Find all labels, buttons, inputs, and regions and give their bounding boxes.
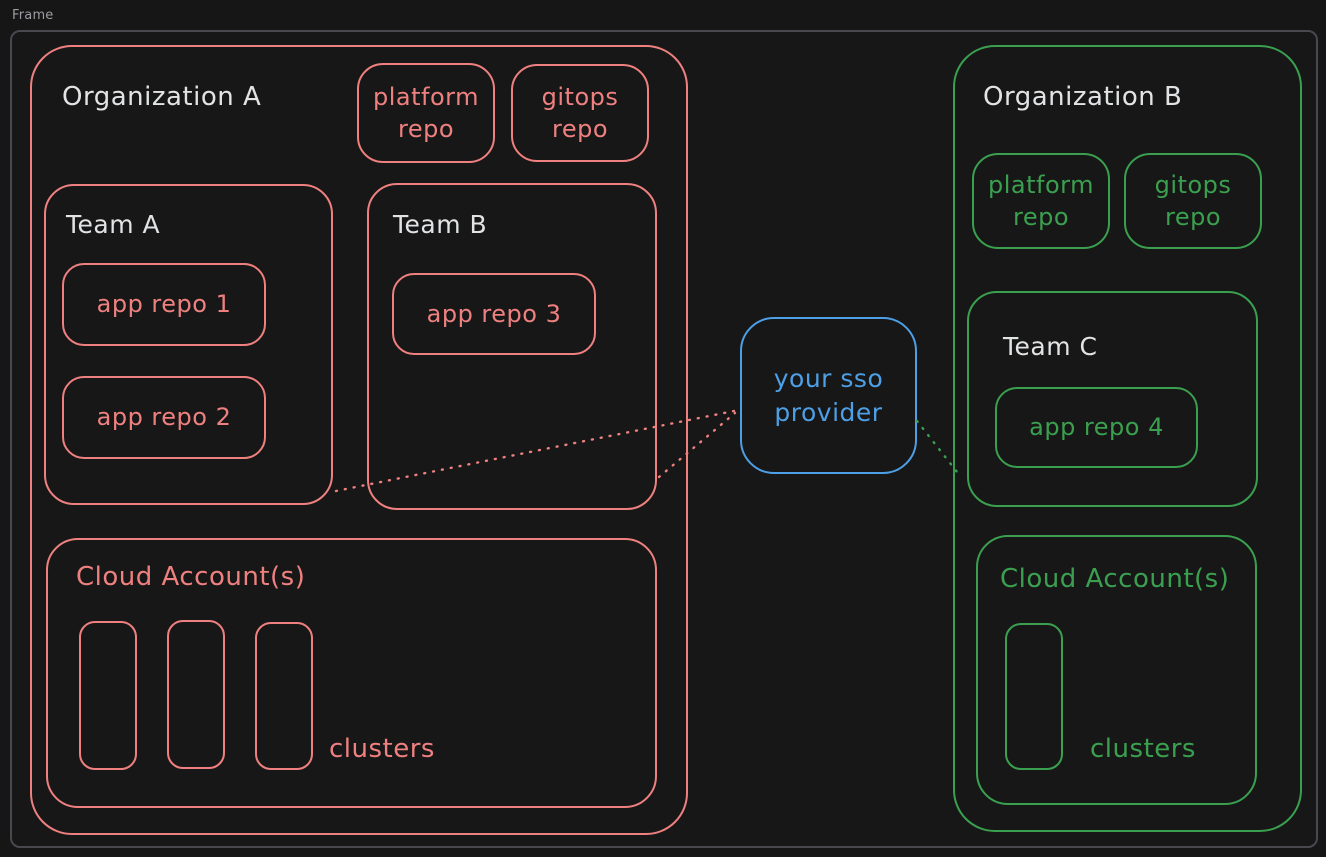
org-b-cloud-title: Cloud Account(s) — [1000, 564, 1230, 594]
team-a-title: Team A — [66, 210, 161, 239]
app-repo-4-label: app repo 4 — [1029, 413, 1164, 442]
app-repo-1-label: app repo 1 — [96, 290, 232, 319]
app-repo-2-label: app repo 2 — [96, 403, 232, 432]
org-a-platform-repo-label: platform repo — [373, 82, 479, 143]
team-c-box[interactable] — [967, 291, 1258, 507]
org-a-cloud-title: Cloud Account(s) — [76, 562, 306, 592]
org-a-cluster-shape-2[interactable] — [167, 620, 225, 769]
org-b-gitops-repo-box[interactable]: gitops repo — [1124, 153, 1262, 249]
org-b-cluster-shape-1[interactable] — [1005, 623, 1063, 770]
org-b-gitops-repo-label: gitops repo — [1154, 170, 1232, 231]
org-a-platform-repo-box[interactable]: platform repo — [357, 63, 495, 163]
org-b-title: Organization B — [983, 82, 1183, 112]
org-a-title: Organization A — [62, 82, 262, 112]
team-a-box[interactable] — [44, 184, 333, 505]
app-repo-2-box[interactable]: app repo 2 — [62, 376, 266, 459]
org-a-gitops-repo-label: gitops repo — [541, 82, 619, 143]
org-a-cluster-shape-3[interactable] — [255, 622, 313, 770]
app-repo-1-box[interactable]: app repo 1 — [62, 263, 266, 346]
org-b-cloud-box[interactable] — [976, 535, 1257, 805]
sso-provider-box[interactable]: your sso provider — [740, 317, 917, 474]
org-a-clusters-label: clusters — [329, 734, 435, 764]
team-c-title: Team C — [1003, 332, 1098, 361]
org-a-cluster-shape-1[interactable] — [79, 621, 137, 770]
sso-provider-label: your sso provider — [773, 363, 884, 427]
team-b-title: Team B — [393, 210, 488, 239]
org-b-clusters-label: clusters — [1090, 734, 1196, 764]
org-a-gitops-repo-box[interactable]: gitops repo — [511, 64, 649, 162]
team-b-box[interactable] — [367, 183, 657, 510]
org-a-cloud-box[interactable] — [46, 538, 657, 808]
org-b-platform-repo-box[interactable]: platform repo — [972, 153, 1110, 249]
app-repo-4-box[interactable]: app repo 4 — [995, 387, 1198, 468]
app-repo-3-label: app repo 3 — [426, 299, 562, 328]
org-b-platform-repo-label: platform repo — [988, 170, 1094, 231]
app-repo-3-box[interactable]: app repo 3 — [392, 273, 596, 355]
frame-label[interactable]: Frame — [12, 8, 54, 23]
